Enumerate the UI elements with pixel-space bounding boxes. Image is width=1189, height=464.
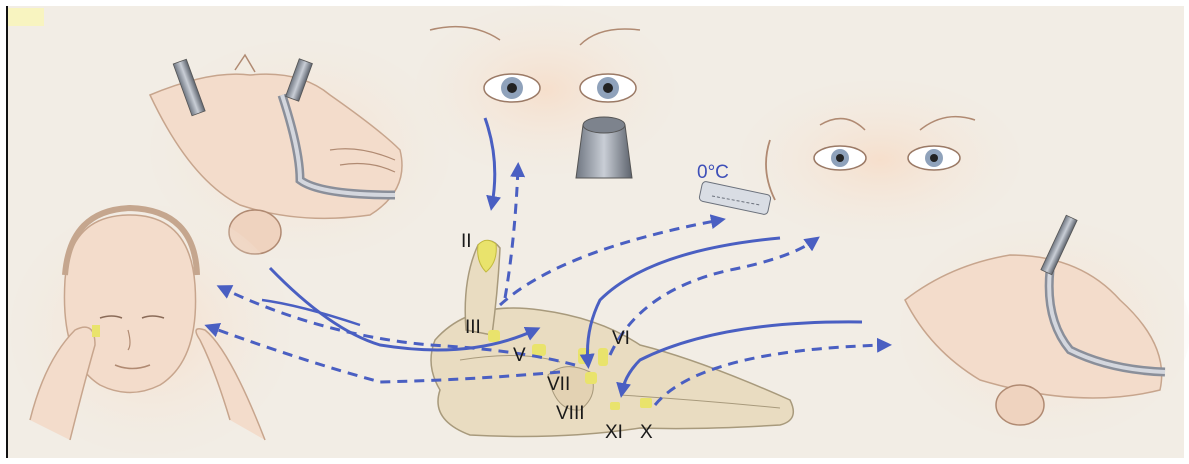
- head-right: [900, 215, 1189, 440]
- temperature-label: 0°C: [697, 163, 729, 182]
- eye-icon: [814, 146, 866, 170]
- eye-icon: [484, 74, 540, 102]
- eyes-pupil-reflex: [415, 5, 675, 175]
- nerve-label-v: V: [513, 346, 526, 365]
- nerve-label-ii: II: [461, 232, 472, 251]
- nerve-label-iii: III: [465, 318, 481, 337]
- eye-icon: [908, 146, 960, 170]
- penlight-icon: [576, 117, 632, 178]
- nerve-label-x: X: [640, 423, 653, 442]
- eyes-caloric-test: [740, 80, 1020, 240]
- eye-icon: [580, 74, 636, 102]
- face-hearing-test: [10, 205, 290, 455]
- nerve-label-vii: VII: [547, 375, 570, 394]
- nerve-label-xi: XI: [605, 423, 623, 442]
- nerve-label-viii: VIII: [556, 404, 585, 423]
- nerve-label-vi: VI: [612, 329, 630, 348]
